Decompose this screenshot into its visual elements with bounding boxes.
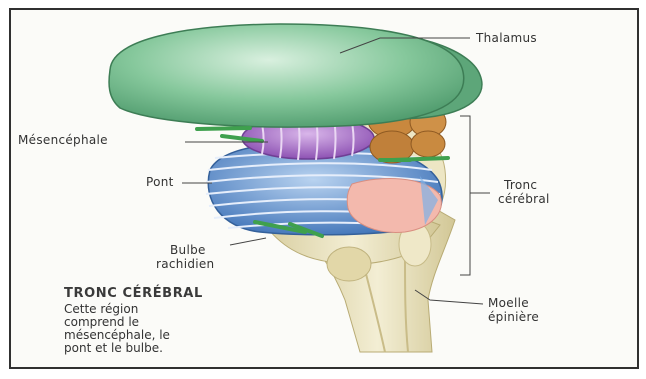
label-mesencephale: Mésencéphale bbox=[18, 134, 108, 147]
label-pont: Pont bbox=[146, 176, 174, 189]
thalamus bbox=[109, 24, 482, 127]
label-tronc-line2: cérébral bbox=[498, 193, 550, 206]
label-moelle-line2: épinière bbox=[488, 311, 539, 324]
label-bulbe-line2: rachidien bbox=[156, 258, 214, 271]
caption-title: TRONC CÉRÉBRAL bbox=[64, 286, 203, 301]
label-tronc-line1: Tronc bbox=[504, 179, 537, 192]
label-thalamus: Thalamus bbox=[476, 32, 537, 45]
label-bulbe-line1: Bulbe bbox=[170, 244, 206, 257]
caption-body: Cette région comprend le mésencéphale, l… bbox=[64, 303, 203, 355]
label-moelle-line1: Moelle bbox=[488, 297, 529, 310]
caption-box: TRONC CÉRÉBRAL Cette région comprend le … bbox=[64, 286, 203, 355]
